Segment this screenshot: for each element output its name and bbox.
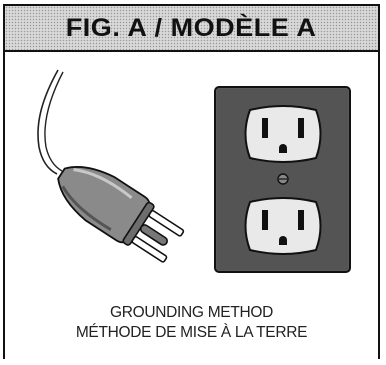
caption-english: GROUNDING METHOD: [109, 304, 274, 321]
duplex-grounded-outlet-icon: [214, 86, 351, 273]
three-prong-plug-icon: [37, 69, 185, 263]
figure-frame: FIG. A / MODÈLE A: [3, 4, 380, 359]
grounding-illustration: [37, 69, 351, 273]
figure-title: FIG. A / MODÈLE A: [66, 13, 317, 42]
figure-header: FIG. A / MODÈLE A: [5, 6, 378, 52]
caption-french: MÉTHODE DE MISE À LA TERRE: [75, 324, 308, 341]
